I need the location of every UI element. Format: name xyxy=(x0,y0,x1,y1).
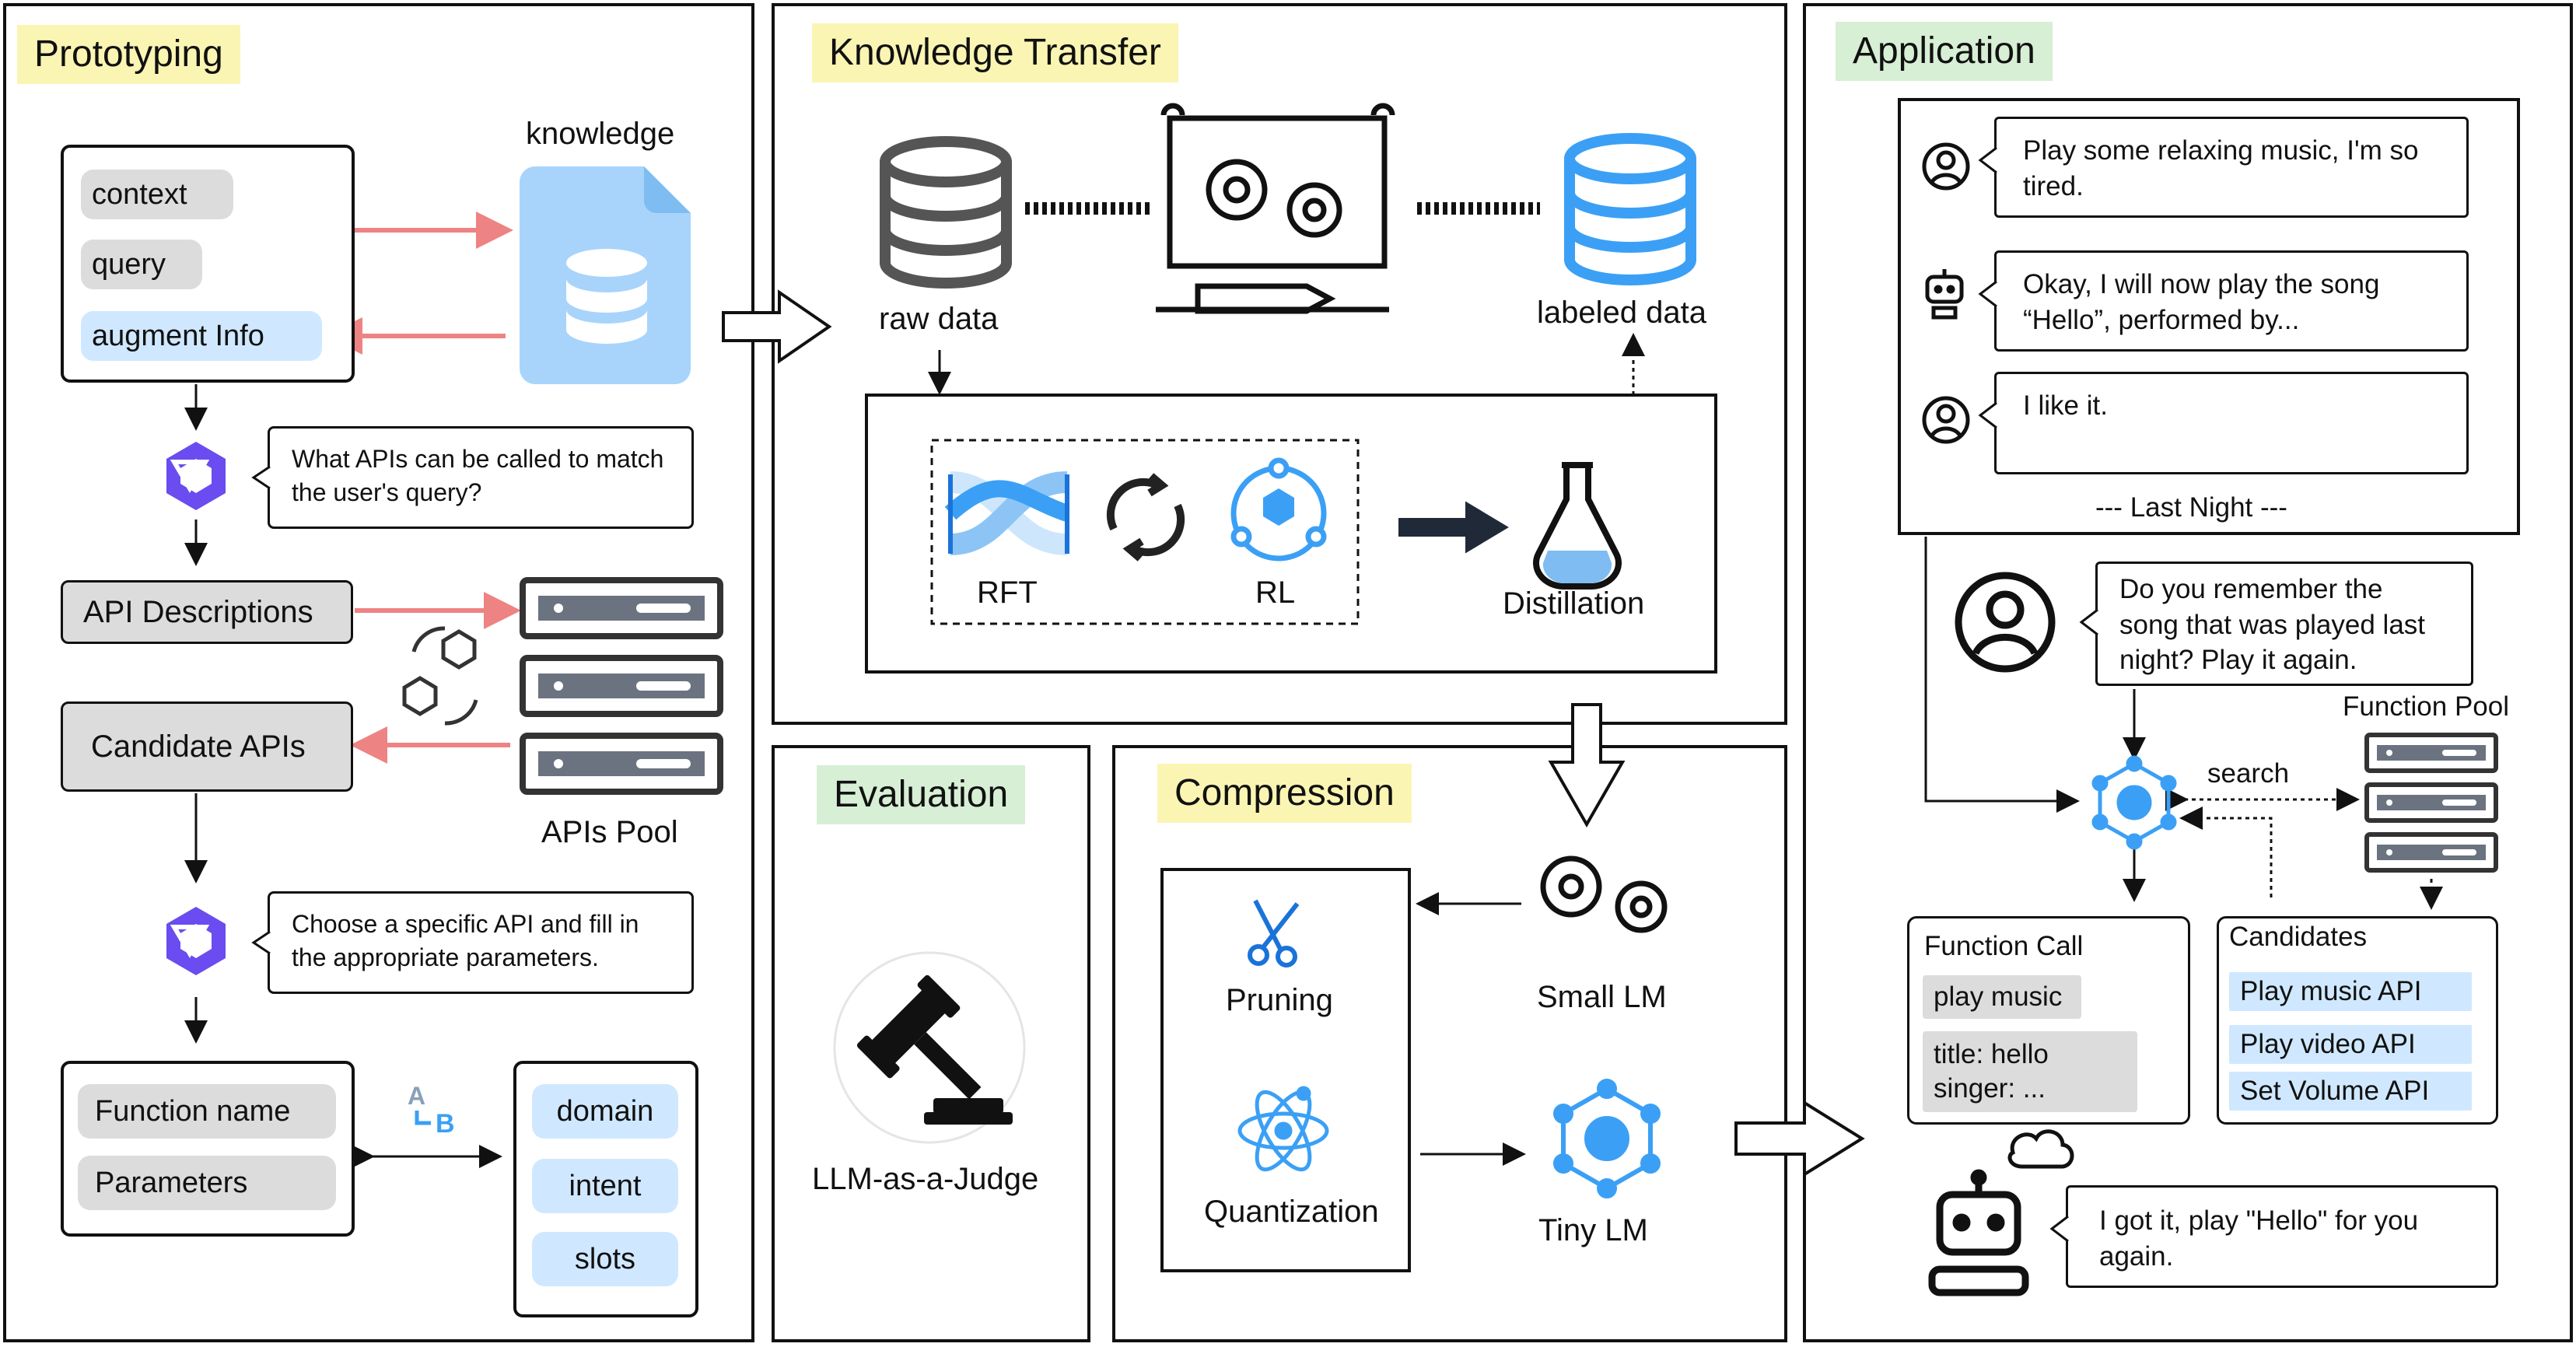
title-singer-pill: title: hello singer: ... xyxy=(1923,1031,2137,1112)
knowledge-label: knowledge xyxy=(526,117,675,151)
augment-info-pill: augment Info xyxy=(81,311,322,361)
candidate-set-volume-api: Set Volume API xyxy=(2229,1072,2472,1111)
small-lm-label: Small LM xyxy=(1537,980,1667,1014)
compression-title: Compression xyxy=(1157,764,1412,823)
model-logo-icon xyxy=(159,439,233,513)
query-pill: query xyxy=(81,240,202,289)
knowledge-transfer-title: Knowledge Transfer xyxy=(812,23,1178,82)
rft-label: RFT xyxy=(977,576,1038,610)
distillation-label: Distillation xyxy=(1503,586,1645,621)
chat-message-bot-1: Okay, I will now play the song “Hello”, … xyxy=(1994,250,2469,352)
compression-panel xyxy=(1112,745,1787,1342)
chat-message-user-2: I like it. xyxy=(1994,372,2469,474)
model-logo-icon xyxy=(159,904,233,978)
application-title: Application xyxy=(1836,22,2053,81)
context-pill: context xyxy=(81,170,233,219)
server-icon xyxy=(520,655,723,717)
svg-text:A: A xyxy=(408,1083,425,1110)
api-question-bubble: What APIs can be called to match the use… xyxy=(268,426,694,529)
slots-pill: slots xyxy=(532,1232,678,1286)
chat-message-user-1: Play some relaxing music, I'm so tired. xyxy=(1994,117,2469,218)
knowledge-document-icon xyxy=(520,166,698,384)
candidate-apis-pill: Candidate APIs xyxy=(61,701,353,792)
function-call-title: Function Call xyxy=(1924,931,2084,961)
quantization-label: Quantization xyxy=(1204,1195,1379,1229)
last-night-divider: --- Last Night --- xyxy=(2095,492,2287,523)
choose-api-bubble: Choose a specific API and fill in the ap… xyxy=(268,891,694,994)
api-descriptions-pill: API Descriptions xyxy=(61,580,353,644)
tiny-lm-label: Tiny LM xyxy=(1538,1213,1648,1247)
rl-label: RL xyxy=(1255,576,1296,610)
server-icon xyxy=(520,733,723,795)
chat-message-bot-2: I got it, play "Hello" for you again. xyxy=(2066,1185,2498,1288)
candidate-play-video-api: Play video API xyxy=(2229,1025,2472,1064)
function-name-pill: Function name xyxy=(78,1084,336,1139)
candidate-play-music-api: Play music API xyxy=(2229,972,2472,1011)
judge-gavel-icon xyxy=(832,950,1027,1145)
parameters-pill: Parameters xyxy=(78,1156,336,1210)
labeled-data-label: labeled data xyxy=(1537,296,1706,330)
raw-data-database-icon xyxy=(876,135,1016,291)
search-label: search xyxy=(2207,758,2290,789)
server-icon xyxy=(2364,733,2498,773)
intent-pill: intent xyxy=(532,1159,678,1213)
server-icon xyxy=(520,577,723,639)
chat-message-user-3: Do you remember the song that was played… xyxy=(2095,562,2473,686)
svg-text:B: B xyxy=(436,1109,455,1137)
apis-pool-label: APIs Pool xyxy=(541,815,678,849)
evaluation-title: Evaluation xyxy=(817,765,1026,824)
pruning-label: Pruning xyxy=(1226,983,1333,1017)
candidates-title: Candidates xyxy=(2229,922,2368,952)
prototyping-title: Prototyping xyxy=(17,25,240,84)
domain-pill: domain xyxy=(532,1084,678,1139)
play-music-pill: play music xyxy=(1923,975,2081,1019)
raw-data-label: raw data xyxy=(879,302,999,336)
labeled-data-database-icon xyxy=(1560,132,1700,288)
function-pool-label: Function Pool xyxy=(2343,691,2510,722)
server-icon xyxy=(2364,782,2498,823)
server-icon xyxy=(2364,832,2498,873)
llm-judge-label: LLM-as-a-Judge xyxy=(812,1162,1039,1196)
